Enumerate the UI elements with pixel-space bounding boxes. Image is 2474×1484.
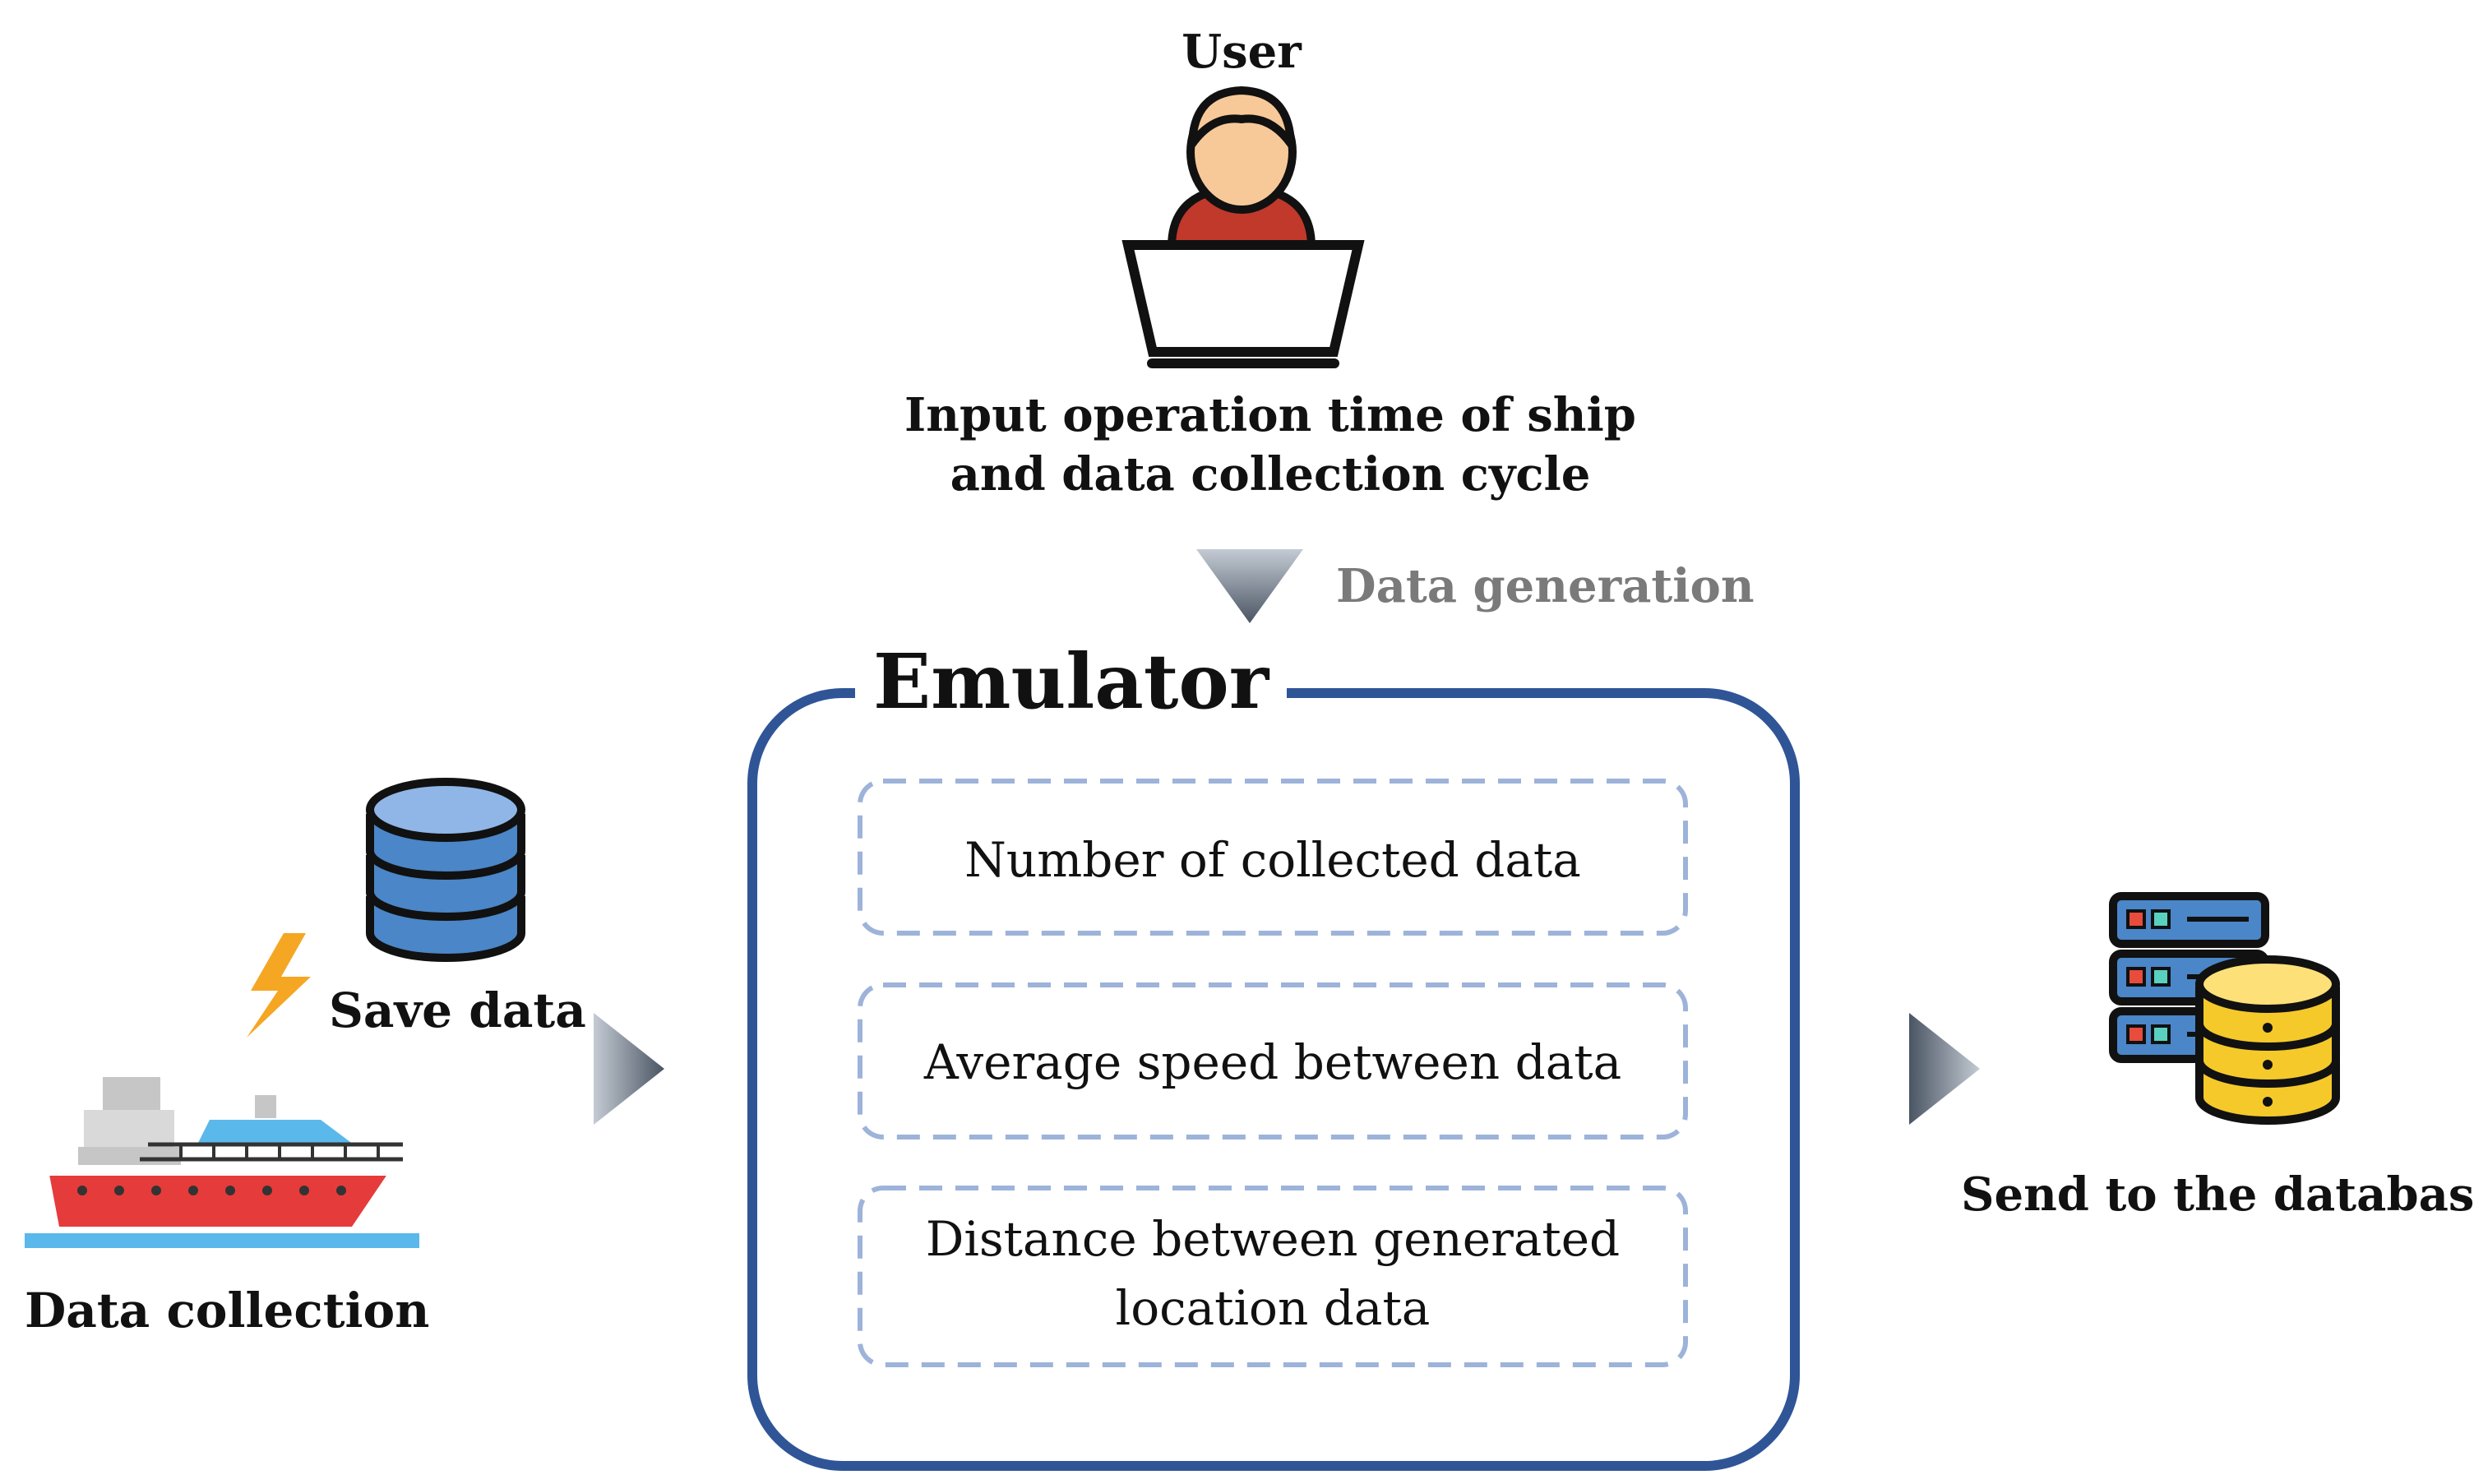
right-arrow-icon-right [1909, 1013, 1980, 1125]
data-collection-label: Data collection [25, 1283, 430, 1338]
emulator-item-3-line-1: Distance between generated [925, 1211, 1621, 1267]
emulator-item-box-1 [858, 779, 1688, 936]
emulator-item-3-line-2: location data [1115, 1280, 1431, 1337]
emulator-item-box-3 [858, 1186, 1688, 1367]
input-caption: Input operation time of ship and data co… [822, 386, 1718, 504]
emulator-item-2-text: Average speed between data [860, 1028, 1686, 1097]
send-to-database-label: Send to the database [1961, 1167, 2474, 1222]
user-label: User [1182, 25, 1302, 79]
lightning-icon [247, 933, 311, 1038]
emulator-item-1-line-1: Number of collected data [964, 832, 1581, 888]
emulator-item-2-line-1: Average speed between data [923, 1034, 1622, 1090]
input-caption-line-2: and data collection cycle [950, 446, 1591, 502]
server-database-icon [2109, 892, 2340, 1125]
ship-icon [25, 1077, 419, 1248]
emulator-title: Emulator [855, 637, 1288, 726]
down-arrow-icon [1196, 549, 1303, 623]
data-generation-label: Data generation [1336, 559, 1755, 613]
user-at-laptop-icon [1121, 86, 1365, 368]
database-stack-icon [366, 778, 525, 962]
emulator-item-1-text: Number of collected data [860, 825, 1686, 895]
emulator-item-box-2 [858, 982, 1688, 1140]
input-caption-line-1: Input operation time of ship [904, 388, 1636, 442]
emulator-item-3-text: Distance between generated location data [860, 1204, 1686, 1343]
save-data-label: Save data [329, 982, 586, 1038]
right-arrow-icon-left [594, 1013, 664, 1125]
